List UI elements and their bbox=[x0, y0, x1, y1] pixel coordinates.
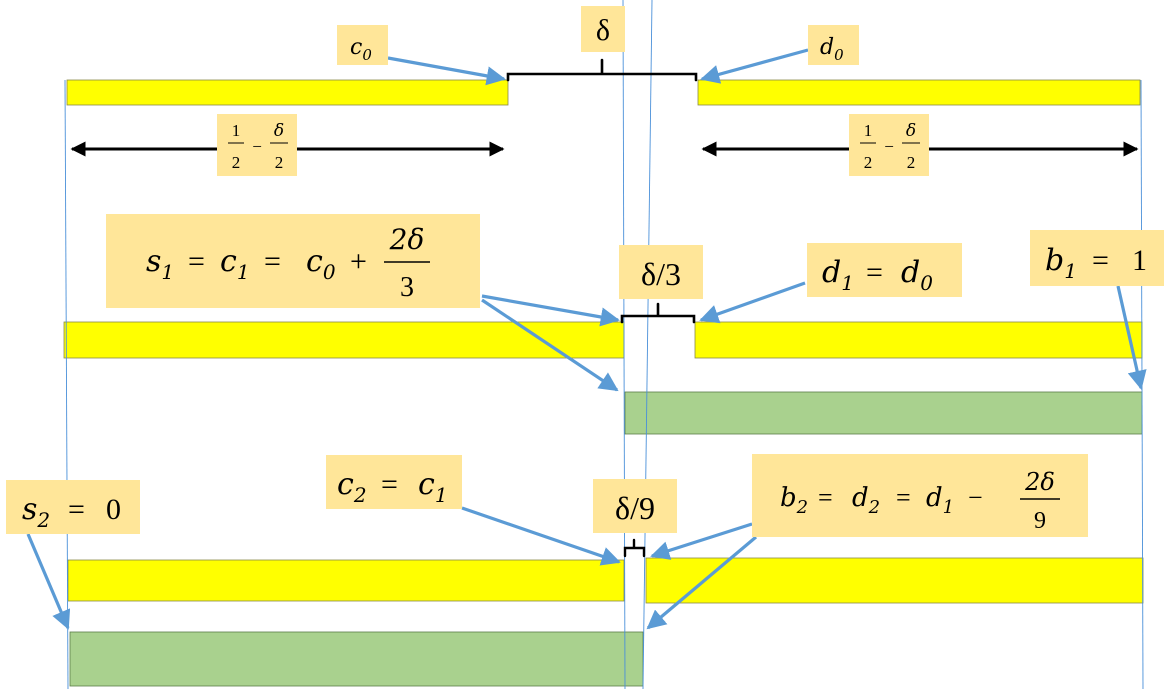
svg-text:c0: c0 bbox=[350, 35, 372, 64]
arrow-s2 bbox=[26, 533, 71, 630]
svg-text:0: 0 bbox=[106, 493, 121, 526]
label-delta-over-9: δ/9 bbox=[593, 479, 677, 533]
brace-delta-over-9 bbox=[623, 538, 646, 558]
svg-text:3: 3 bbox=[400, 272, 414, 303]
label-b2-equation: b2 = d2 = d1 − 2δ 9 bbox=[752, 454, 1088, 537]
arrow-c2 bbox=[461, 506, 621, 566]
svg-text:δ: δ bbox=[596, 14, 610, 47]
pointer-arrows bbox=[26, 48, 1147, 630]
bar-row0-left bbox=[66, 79, 509, 106]
svg-text:d1: d1 bbox=[822, 255, 854, 295]
svg-text:δ: δ bbox=[906, 121, 916, 141]
svg-text:d1: d1 bbox=[926, 483, 954, 518]
svg-text:−: − bbox=[968, 483, 983, 512]
arrow-d0 bbox=[700, 48, 809, 84]
label-s2-equation: s2 = 0 bbox=[6, 480, 140, 534]
svg-text:1: 1 bbox=[1132, 244, 1147, 277]
guide-line-mid-b bbox=[642, 0, 653, 689]
svg-text:c1: c1 bbox=[220, 244, 250, 284]
svg-text:=: = bbox=[896, 483, 911, 512]
bar-row1-left bbox=[63, 321, 625, 359]
svg-text:c0: c0 bbox=[306, 244, 336, 284]
svg-text:d2: d2 bbox=[852, 483, 880, 518]
svg-text:c2: c2 bbox=[337, 467, 367, 507]
svg-text:δ/9: δ/9 bbox=[615, 490, 655, 526]
label-delta: δ bbox=[581, 6, 625, 52]
svg-text:2: 2 bbox=[864, 153, 873, 172]
arrow-d1 bbox=[699, 281, 806, 324]
svg-text:c1: c1 bbox=[418, 467, 448, 507]
label-d0: d0 bbox=[808, 25, 859, 65]
svg-text:−: − bbox=[884, 137, 894, 156]
svg-text:=: = bbox=[68, 493, 85, 526]
svg-text:2: 2 bbox=[907, 153, 916, 172]
arrow-s1-to-gap bbox=[481, 294, 620, 327]
label-delta-over-3: δ/3 bbox=[619, 245, 703, 299]
svg-text:δ: δ bbox=[274, 121, 284, 141]
svg-text:s1: s1 bbox=[146, 244, 174, 284]
bar-row0-right bbox=[697, 79, 1141, 106]
svg-text:2: 2 bbox=[275, 153, 284, 172]
svg-text:1: 1 bbox=[232, 121, 241, 140]
svg-text:+: + bbox=[350, 245, 367, 278]
label-b1-equation: b1 = 1 bbox=[1030, 230, 1164, 286]
svg-text:d0: d0 bbox=[820, 35, 844, 64]
svg-text:9: 9 bbox=[1034, 508, 1046, 534]
label-d1-equation: d1 = d0 bbox=[807, 243, 962, 297]
svg-text:=: = bbox=[818, 483, 833, 512]
arrow-b2-to-gap bbox=[650, 522, 753, 560]
svg-text:2δ: 2δ bbox=[1024, 468, 1055, 496]
svg-text:s2: s2 bbox=[22, 492, 50, 532]
svg-text:1: 1 bbox=[864, 121, 873, 140]
svg-text:=: = bbox=[381, 468, 398, 501]
svg-text:=: = bbox=[264, 245, 281, 278]
bars bbox=[63, 79, 1144, 687]
label-half-minus-right: 1 2 − δ 2 bbox=[849, 114, 929, 176]
svg-text:=: = bbox=[1092, 244, 1109, 277]
svg-text:d0: d0 bbox=[901, 255, 933, 295]
arrow-b2-to-green bbox=[646, 535, 758, 630]
label-half-minus-left: 1 2 − δ 2 bbox=[217, 114, 297, 176]
label-c0: c0 bbox=[337, 25, 388, 65]
arrow-c0 bbox=[387, 56, 506, 86]
svg-text:=: = bbox=[188, 245, 205, 278]
svg-text:2: 2 bbox=[232, 153, 241, 172]
bar-row1-green bbox=[624, 391, 1143, 435]
bar-row2-green bbox=[69, 631, 644, 687]
svg-text:2δ: 2δ bbox=[389, 223, 425, 256]
svg-text:δ/3: δ/3 bbox=[641, 256, 681, 292]
braces bbox=[506, 58, 698, 558]
brace-delta-over-3 bbox=[620, 302, 696, 324]
label-s1-equation: s1 = c1 = c0 + 2δ 3 bbox=[106, 214, 480, 308]
svg-text:−: − bbox=[252, 137, 262, 156]
arrow-s1-to-green bbox=[481, 298, 619, 392]
svg-text:=: = bbox=[866, 256, 883, 289]
bar-row2-right bbox=[645, 557, 1144, 604]
brace-delta bbox=[506, 58, 698, 82]
label-c2-equation: c2 = c1 bbox=[326, 455, 462, 509]
bar-row2-left bbox=[67, 559, 625, 602]
arrow-b1 bbox=[1116, 285, 1147, 390]
guide-line-left bbox=[64, 79, 69, 689]
bar-row1-right bbox=[694, 321, 1143, 359]
svg-text:b2: b2 bbox=[780, 483, 808, 518]
svg-text:b1: b1 bbox=[1045, 243, 1077, 283]
guide-line-mid-a bbox=[622, 0, 626, 689]
